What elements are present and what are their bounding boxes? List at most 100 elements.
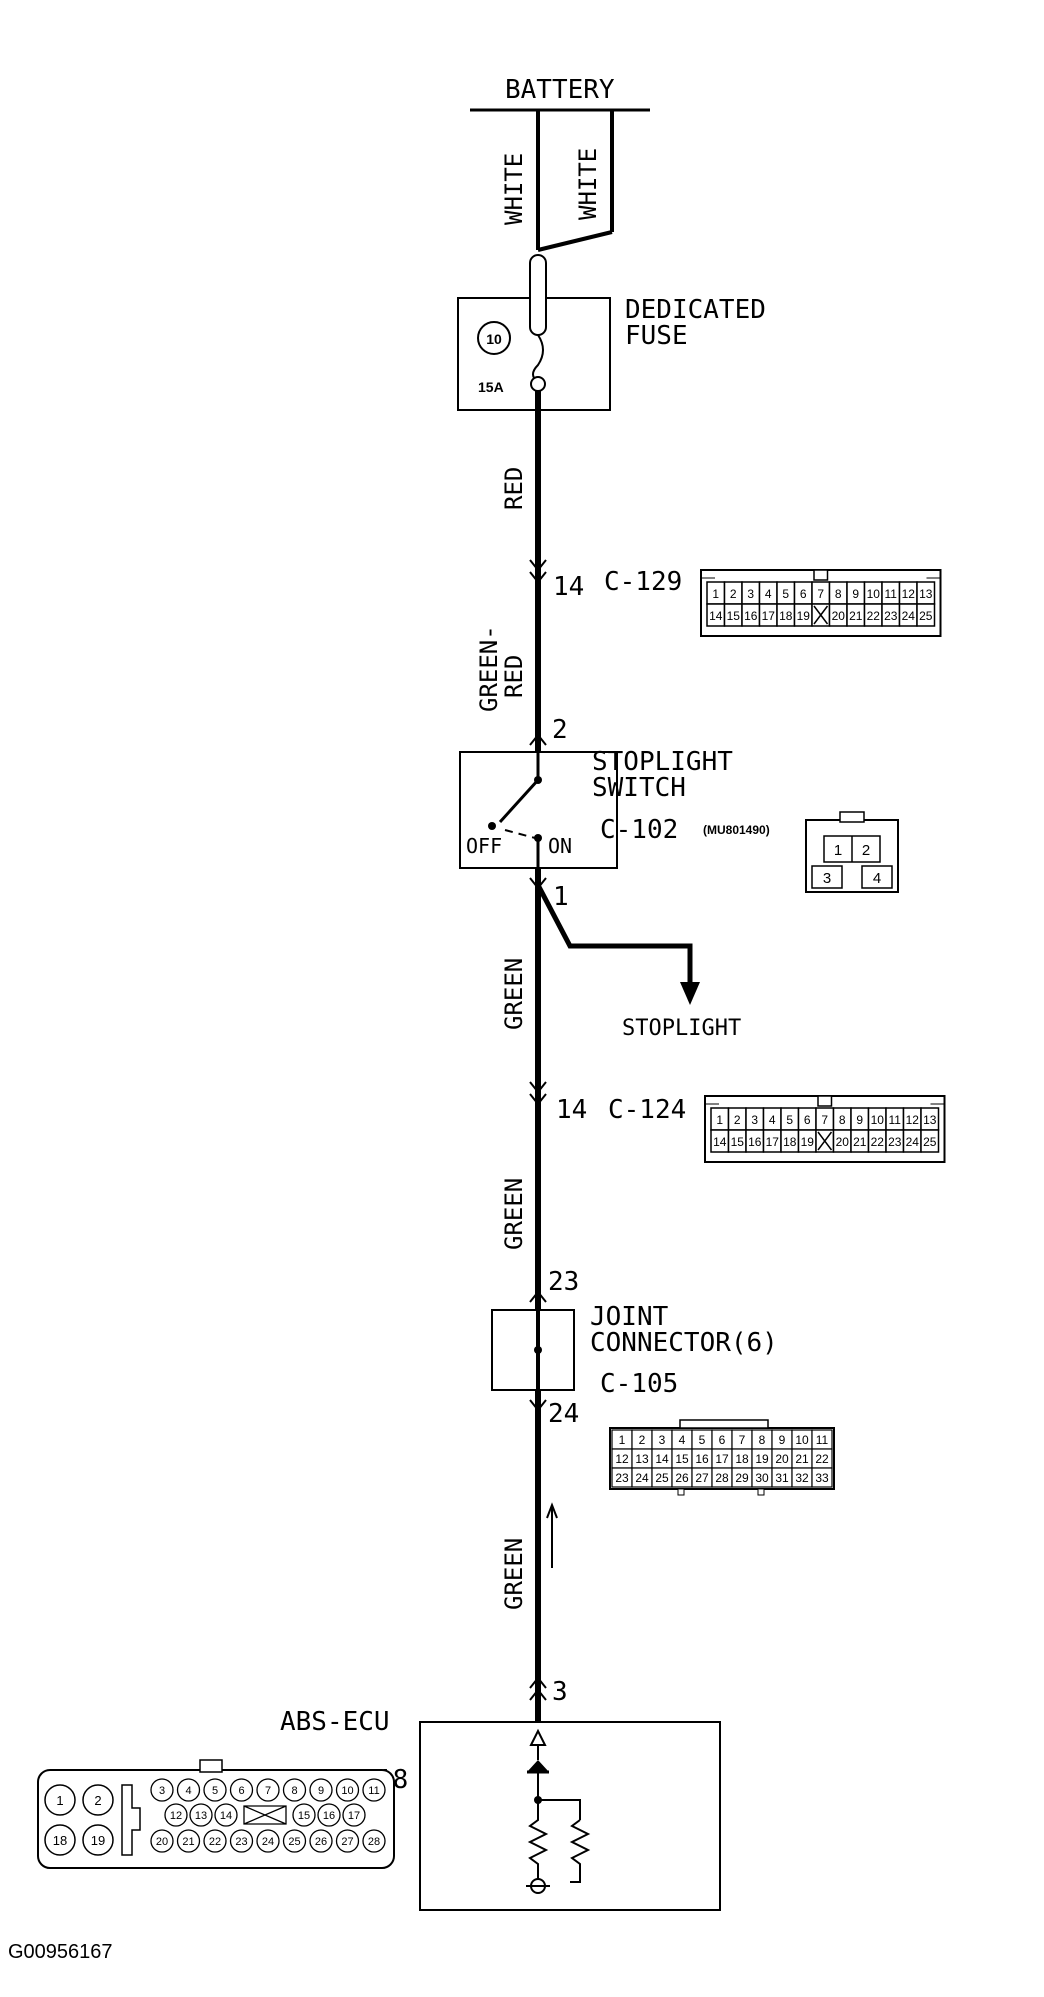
c105-pin-label: 25 [655, 1471, 669, 1485]
b118-pin-label: 19 [91, 1833, 105, 1848]
c124-blank-pin-icon [817, 1131, 833, 1151]
b118-cavity [44, 1824, 76, 1856]
current-flow-arrowhead [546, 1502, 558, 1519]
b118-cavity [176, 1829, 201, 1853]
b118-cavity [256, 1778, 280, 1802]
c129-pin-label: 23 [884, 609, 898, 623]
abs-ecu-box [419, 1721, 721, 1911]
b118-pin-label: 13 [195, 1810, 207, 1822]
c129-label: C-129 [604, 567, 682, 597]
c124-pin-label: 13 [923, 1113, 937, 1127]
switch-off-contact [488, 822, 496, 830]
c105-pin-label: 13 [635, 1452, 649, 1466]
c105-cavity [811, 1467, 833, 1488]
c124-pin-label: 5 [786, 1113, 793, 1127]
c129-pin-label: 8 [835, 587, 842, 601]
c102-pin-label: 4 [873, 870, 881, 887]
b118-cavity [335, 1829, 360, 1853]
c105-pin-label: 11 [816, 1433, 829, 1447]
ecu-branch-lead [538, 1799, 581, 1820]
wire-label-green-2: GREEN [500, 1178, 528, 1250]
c102-cavity-3 [811, 865, 843, 889]
c129-blank-pin-icon [813, 605, 829, 625]
b118-cavity [282, 1829, 307, 1853]
c124-pin-label: 17 [766, 1135, 780, 1149]
b118-cavity [362, 1778, 386, 1802]
b118-pin-label: 17 [348, 1810, 360, 1822]
stoplight-arrow [680, 982, 700, 1005]
c105-pin-label: 31 [775, 1471, 789, 1485]
stoplight-branch-wire [535, 883, 693, 985]
c124-pin-label: 3 [751, 1113, 758, 1127]
battery-label: BATTERY [505, 75, 615, 105]
c129-pin-label: 1 [712, 587, 719, 601]
c129-pin-label: 22 [867, 609, 881, 623]
c124-pin-label: 9 [856, 1113, 863, 1127]
b118-pin-label: 6 [238, 1785, 244, 1797]
c129-pin-label: 21 [849, 609, 863, 623]
switch-pin-bottom: 1 [553, 882, 569, 912]
b118-pin-label: 12 [170, 1810, 182, 1822]
b118-pin-label: 27 [341, 1836, 353, 1848]
c124-pin-label: 7 [821, 1113, 828, 1127]
c124-pin-label: 15 [731, 1135, 745, 1149]
c129-pin-label: 2 [730, 587, 737, 601]
b118-cavity [256, 1829, 280, 1853]
b118-cavity [44, 1784, 76, 1816]
joint-node [534, 1346, 542, 1354]
c124-label: C-124 [608, 1095, 686, 1125]
b118-pin-label: 3 [159, 1785, 165, 1797]
c124-pin-label: 22 [871, 1135, 885, 1149]
fuse-number-circle [477, 321, 511, 355]
c124-pin: 14 [556, 1095, 587, 1125]
c124-pin-label: 20 [836, 1135, 850, 1149]
c124-pin-label: 1 [716, 1113, 723, 1127]
joint-pin-top-mark [529, 1290, 547, 1303]
c105-pin-label: 19 [755, 1452, 769, 1466]
c105-pin-label: 23 [615, 1471, 629, 1485]
c105-pin-label: 2 [639, 1433, 646, 1447]
c105-pin-label: 10 [795, 1433, 809, 1447]
b118-pin-label: 15 [298, 1810, 310, 1822]
b118-cavity [335, 1778, 360, 1802]
b118-pin-label: 10 [341, 1785, 353, 1797]
b118-key [121, 1784, 141, 1856]
joint-label-line1: JOINT [590, 1302, 669, 1332]
b118-cavity [362, 1829, 386, 1853]
c105-pin-label: 4 [679, 1433, 686, 1447]
b118-cavity [342, 1803, 366, 1827]
c105-pin-label: 32 [795, 1471, 809, 1485]
joint-pin-top: 23 [548, 1267, 579, 1297]
ecu-pin: 3 [552, 1677, 568, 1707]
fuse-terminal [530, 376, 546, 392]
b118-cavity [203, 1778, 227, 1802]
c105-pin-label: 15 [675, 1452, 689, 1466]
c129-pin-label: 24 [902, 609, 916, 623]
wire-label-green-red-1: GREEN- [475, 625, 503, 712]
b118-pin-label: 26 [315, 1836, 327, 1848]
c129-cavity [916, 603, 936, 627]
b118-cavity [292, 1803, 316, 1827]
c129-pin-label: 15 [727, 609, 741, 623]
c102-cavity-4 [861, 865, 893, 889]
b118-cavity [214, 1803, 238, 1827]
c129-pin-label: 10 [867, 587, 881, 601]
c105-pin-label: 7 [739, 1433, 746, 1447]
b118-cavity [82, 1784, 114, 1816]
b118-latch [199, 1759, 223, 1773]
b118-blank-cavity-icon [243, 1805, 287, 1825]
c129-pin-label: 25 [919, 609, 933, 623]
fuse-element [529, 254, 547, 336]
c124-pin-label: 21 [853, 1135, 867, 1149]
c129-pin-label: 13 [919, 587, 933, 601]
b118-pin-label: 28 [368, 1836, 380, 1848]
b118-pin-label: 11 [368, 1785, 379, 1797]
c129-pin-label: 6 [800, 587, 807, 601]
c102-pin-label: 1 [834, 842, 842, 859]
ecu-pin-mark [529, 1676, 547, 1701]
ecu-diode-icon [527, 1760, 549, 1772]
b118-cavity [82, 1824, 114, 1856]
